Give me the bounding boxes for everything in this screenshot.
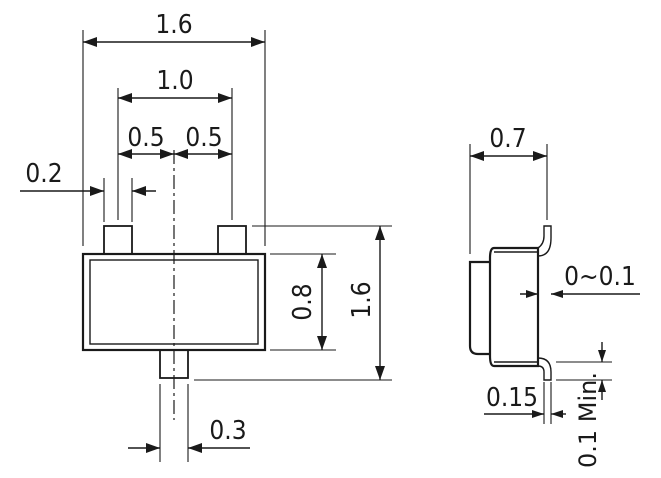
arrow — [160, 149, 174, 159]
top-view: 1.6 1.0 0.5 0.5 0.2 0.8 1.6 — [20, 10, 392, 462]
side-lead-bottom — [537, 357, 552, 381]
arrow — [551, 410, 563, 418]
label-side-width: 0.7 — [489, 124, 526, 154]
arrow — [132, 186, 146, 196]
arrow — [90, 186, 104, 196]
label-body-height: 0.8 — [288, 283, 318, 320]
label-overall-width: 1.6 — [155, 10, 192, 40]
arrow — [532, 410, 544, 418]
arrow — [470, 151, 484, 161]
arrow — [83, 37, 97, 47]
arrow — [375, 366, 385, 380]
label-lead-width: 0.2 — [25, 159, 62, 189]
arrow — [317, 254, 327, 268]
side-body-left — [468, 260, 496, 356]
arrow — [375, 226, 385, 240]
label-half-right: 0.5 — [185, 123, 222, 153]
top-right-lead — [217, 225, 247, 257]
arrow — [317, 336, 327, 350]
label-half-left: 0.5 — [127, 123, 164, 153]
arrow — [551, 290, 563, 298]
side-body — [488, 246, 540, 368]
arrow — [188, 443, 202, 453]
arrow — [218, 93, 232, 103]
arrow — [118, 93, 132, 103]
side-lead-top — [537, 225, 552, 257]
arrow — [118, 149, 132, 159]
arrow — [598, 380, 606, 392]
arrow — [526, 290, 538, 298]
label-lead-thickness: 0.15 — [486, 383, 538, 413]
label-lead-offset: 0~0.1 — [564, 262, 636, 292]
label-standoff: 0.1 Min. — [574, 372, 602, 468]
arrow — [533, 151, 547, 161]
top-left-lead — [103, 225, 133, 257]
side-view: 0.7 0~0.1 0.15 0.1 Min. — [468, 124, 640, 468]
label-bottom-lead-width: 0.3 — [209, 416, 246, 446]
arrow — [251, 37, 265, 47]
arrow — [598, 350, 606, 362]
arrow — [146, 443, 160, 453]
arrow — [174, 149, 188, 159]
label-lead-pitch: 1.0 — [156, 66, 193, 96]
label-overall-height: 1.6 — [347, 281, 377, 318]
arrow — [218, 149, 232, 159]
